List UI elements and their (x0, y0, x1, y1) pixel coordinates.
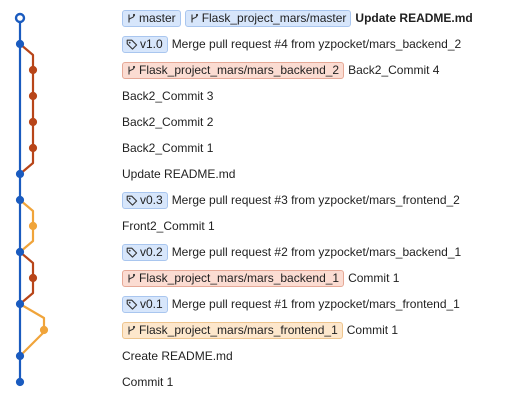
ref-text: v1.0 (140, 36, 163, 51)
commit-node[interactable] (15, 195, 25, 205)
commit-row[interactable]: master Flask_project_mars/master Update RE… (122, 8, 473, 28)
commit-message: Back2_Commit 4 (348, 63, 440, 77)
commit-row[interactable]: Flask_project_mars/mars_frontend_1 Commit… (122, 320, 398, 340)
branch-label[interactable]: Flask_project_mars/master (184, 9, 352, 27)
commit-node[interactable] (15, 169, 25, 179)
commit-graph (14, 12, 49, 387)
commit-message: Merge pull request #2 from yzpocket/mars… (171, 245, 462, 259)
commit-node[interactable] (15, 247, 25, 257)
commit-node[interactable] (28, 143, 38, 153)
commit-message: Commit 1 (346, 323, 399, 337)
commit-node[interactable] (15, 39, 25, 49)
ref-text: Flask_project_mars/mars_backend_2 (139, 62, 340, 77)
tag-icon (126, 247, 138, 258)
commit-node[interactable] (28, 221, 38, 231)
commit-message: Merge pull request #4 from yzpocket/mars… (171, 37, 462, 51)
commit-row[interactable]: v0.3 Merge pull request #3 from yzpocket/… (122, 190, 460, 210)
commit-node[interactable] (28, 91, 38, 101)
commit-row[interactable]: v0.1 Merge pull request #1 from yzpocket/… (122, 294, 460, 314)
commit-message: Front2_Commit 1 (122, 219, 215, 233)
branch-label[interactable]: Flask_project_mars/mars_frontend_1 (122, 321, 343, 339)
branch-icon (126, 273, 137, 284)
branch-label[interactable]: Flask_project_mars/mars_backend_1 (122, 269, 345, 287)
commit-node[interactable] (28, 117, 38, 127)
branch-icon (126, 65, 137, 76)
commit-node[interactable] (15, 299, 25, 309)
commit-message: Commit 1 (348, 271, 400, 285)
ref-text: v0.1 (140, 296, 163, 311)
commit-row[interactable]: v1.0 Merge pull request #4 from yzpocket/… (122, 34, 461, 54)
tag-label[interactable]: v0.2 (122, 243, 168, 261)
commit-node[interactable] (28, 273, 38, 283)
commit-message: Merge pull request #3 from yzpocket/mars… (171, 193, 460, 207)
ref-text: v0.2 (140, 244, 163, 259)
commit-message: Back2_Commit 3 (122, 89, 214, 103)
commit-row[interactable]: Flask_project_mars/mars_backend_1 Commit … (122, 268, 399, 288)
commit-row[interactable]: Back2_Commit 2 (122, 112, 213, 132)
graph-nodes (14, 12, 49, 387)
commit-message: Create README.md (122, 349, 233, 363)
ref-text: Flask_project_mars/mars_backend_1 (139, 270, 340, 285)
branch-icon (189, 13, 200, 24)
ref-text: Flask_project_mars/master (201, 10, 347, 25)
commit-row[interactable]: Front2_Commit 1 (122, 216, 215, 236)
ref-text: v0.3 (140, 192, 163, 207)
commit-node[interactable] (15, 351, 25, 361)
branch-icon (126, 13, 137, 24)
commit-node[interactable] (15, 377, 25, 387)
commit-node[interactable] (39, 325, 49, 335)
branch-label[interactable]: Flask_project_mars/mars_backend_2 (122, 61, 345, 79)
tag-icon (126, 195, 138, 206)
commit-message: Update README.md (355, 11, 473, 25)
commit-row[interactable]: Flask_project_mars/mars_backend_2 Back2_C… (122, 60, 439, 80)
commit-message: Commit 1 (122, 375, 174, 389)
tag-label[interactable]: v0.1 (122, 295, 168, 313)
commit-message: Back2_Commit 1 (122, 141, 214, 155)
commit-row[interactable]: Back2_Commit 3 (122, 86, 213, 106)
branch-label[interactable]: master (122, 9, 181, 27)
commit-row[interactable]: Update README.md (122, 164, 235, 184)
tag-label[interactable]: v1.0 (122, 35, 168, 53)
ref-text: Flask_project_mars/mars_frontend_1 (139, 322, 338, 337)
commit-node[interactable] (28, 65, 38, 75)
commit-row[interactable]: Commit 1 (122, 372, 173, 392)
tag-label[interactable]: v0.3 (122, 191, 168, 209)
commit-row[interactable]: Create README.md (122, 346, 233, 366)
backend-2-branch-line (19, 43, 35, 175)
commit-message: Update README.md (122, 167, 236, 181)
branch-icon (126, 325, 137, 336)
ref-text: master (139, 10, 176, 25)
head-commit-node[interactable] (14, 12, 26, 24)
commit-message: Merge pull request #1 from yzpocket/mars… (171, 297, 460, 311)
tag-icon (126, 299, 138, 310)
commit-row[interactable]: Back2_Commit 1 (122, 138, 213, 158)
commit-row[interactable]: v0.2 Merge pull request #2 from yzpocket/… (122, 242, 461, 262)
commit-message: Back2_Commit 2 (122, 115, 214, 129)
frontend-1-branch-line (19, 303, 46, 357)
tag-icon (126, 39, 138, 50)
